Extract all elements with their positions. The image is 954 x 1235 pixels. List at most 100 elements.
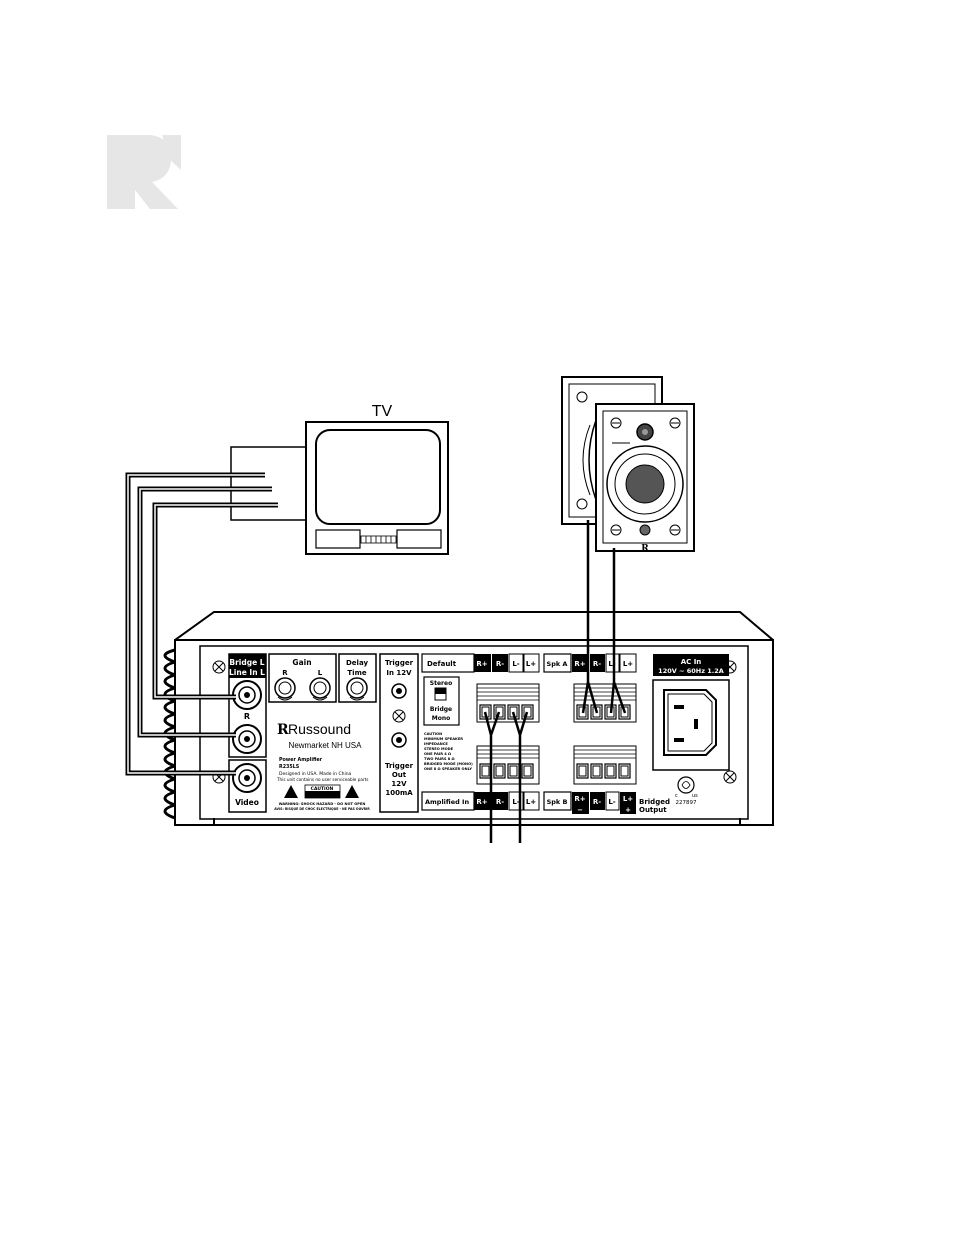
spk-b-l-plus: L+	[623, 795, 633, 803]
trigger-out-12v-label: 12V	[391, 780, 407, 788]
mode-switch-section: Stereo Bridge Mono	[423, 676, 460, 726]
certification-mark: c us 227897	[675, 776, 698, 806]
amplifier: Bridge L Line In L R Video Gain R L	[163, 611, 774, 826]
tv-panel-right	[396, 529, 442, 549]
tv: TV	[230, 403, 449, 555]
spk-a-r-minus: R-	[593, 660, 601, 668]
warning-triangle-icon	[284, 785, 298, 798]
amp-feet	[175, 818, 773, 826]
amplified-in-labels: Amplified In R+ R- L- L+	[421, 791, 540, 811]
warning-text-en: WARNING: SHOCK HAZARD - DO NOT OPEN	[279, 802, 366, 806]
warning-text-fr: AVIS: RISQUE DE CHOC ELECTRIQUE - NE PAS…	[274, 807, 370, 811]
russound-logo: R	[277, 722, 289, 738]
caution-line: MINIMUM SPEAKER	[424, 737, 463, 741]
impedance-caution: CAUTION MINIMUM SPEAKER IMPEDANCE STEREO…	[424, 732, 473, 771]
amplified-in-label: Amplified In	[425, 798, 469, 806]
trigger-section: Trigger In 12V Trigger Out 12V 100mA	[379, 653, 419, 813]
gain-r-label: R	[282, 669, 288, 677]
default-label: Default	[427, 660, 457, 668]
caution-line: CAUTION	[424, 732, 442, 736]
cert-us: us	[692, 793, 698, 799]
spk-a-label: Spk A	[547, 660, 568, 668]
ac-power-section: AC In 120V ~ 60Hz 1.2A	[652, 654, 730, 771]
spk-b-terminal-block[interactable]	[573, 745, 637, 785]
tv-screen	[315, 429, 441, 525]
front-speaker: R	[595, 403, 695, 554]
gain-l-label: L	[318, 669, 323, 677]
csa-icon	[677, 776, 695, 794]
model-number: R235LS	[279, 764, 300, 770]
trigger-out-out-label: Out	[392, 771, 407, 779]
bridge-label: Bridge	[430, 706, 452, 713]
mono-label: Mono	[432, 715, 451, 722]
spk-b-labels: Spk B R+ − R- L- L+ + Bridged Output	[543, 791, 670, 814]
amp-in-r-minus: R-	[496, 798, 504, 806]
default-r-minus: R-	[496, 660, 504, 668]
amplified-in-terminal-block[interactable]	[476, 745, 540, 785]
line-input-section: Bridge L Line In L R Video	[228, 653, 267, 813]
speaker-wire-left	[609, 548, 627, 714]
product-type: Power Amplifier	[279, 757, 323, 763]
spk-b-r-plus: R+	[574, 795, 585, 803]
spk-a-labels: Spk A R+ R- L- L+	[543, 653, 637, 673]
bridged-minus-sign: −	[577, 806, 583, 814]
spk-b-l-minus: L-	[608, 798, 615, 806]
spk-a-l-minus: L-	[608, 660, 615, 668]
spk-a-r-plus: R+	[574, 660, 585, 668]
cert-c: c	[675, 793, 678, 799]
bridged-plus-sign: +	[625, 806, 631, 814]
default-l-plus: L+	[526, 660, 536, 668]
amp-in-r-plus: R+	[476, 798, 487, 806]
speaker-logo: R	[641, 544, 649, 554]
default-l-minus: L-	[512, 660, 519, 668]
default-r-plus: R+	[476, 660, 487, 668]
stereo-label: Stereo	[430, 680, 452, 687]
delay-label: Delay	[346, 659, 368, 667]
spk-a-terminal-block[interactable]	[573, 683, 637, 723]
trigger-in-12v-label: In 12V	[386, 669, 412, 677]
caution-label: CAUTION	[311, 786, 334, 792]
line-in-l-label: Line In L	[229, 668, 265, 677]
tv-back-box	[230, 446, 307, 521]
amp-top	[174, 611, 774, 641]
amplified-in-wire-r	[483, 711, 501, 843]
russound-watermark-logo	[107, 135, 181, 209]
amplified-in-wire-l	[511, 711, 529, 843]
amp-in-l-minus: L-	[512, 798, 519, 806]
trigger-in-label: Trigger	[385, 659, 414, 667]
ac-in-label: AC In	[681, 658, 702, 666]
spk-a-l-plus: L+	[623, 660, 633, 668]
trigger-out-ma-label: 100mA	[385, 789, 413, 797]
default-terminal-block[interactable]	[476, 683, 540, 723]
shock-triangle-icon	[345, 785, 359, 798]
caution-line: ONE PAIR 4 Ω	[424, 752, 451, 756]
spk-b-label: Spk B	[547, 798, 568, 806]
caution-line: ONE 8 Ω SPEAKER ONLY	[424, 767, 472, 771]
line-in-r-label: R	[244, 712, 250, 721]
brand-location: Newmarket NH USA	[289, 741, 363, 750]
tv-panel-left	[315, 529, 361, 549]
default-terminal-labels: Default R+ R- L- L+	[421, 653, 540, 673]
bridge-l-label: Bridge L	[229, 658, 264, 667]
gain-section: Gain R L	[268, 653, 337, 703]
tv-label: TV	[372, 403, 393, 420]
ac-rating-label: 120V ~ 60Hz 1.2A	[658, 667, 724, 675]
caution-line: IMPEDANCE	[424, 742, 448, 746]
brand-name: Russound	[288, 721, 351, 737]
caution-line: TWO PAIRS 8 Ω	[424, 757, 455, 761]
caution-line: BRIDGED MODE (MONO)	[424, 762, 473, 766]
time-label: Time	[347, 669, 366, 677]
wiring	[125, 472, 627, 843]
delay-section: Delay Time	[338, 653, 377, 703]
amp-in-l-plus: L+	[526, 798, 536, 806]
ac-power-socket[interactable]	[663, 689, 717, 756]
output-label: Output	[639, 806, 667, 814]
cert-number: 227897	[676, 800, 697, 806]
caution-line: STEREO MODE	[424, 747, 454, 751]
video-label: Video	[235, 798, 259, 807]
gain-label: Gain	[292, 658, 311, 667]
branding-block: R Russound Newmarket NH USA Power Amplif…	[274, 721, 370, 811]
spk-b-r-minus: R-	[593, 798, 601, 806]
speaker-wire-right	[581, 520, 599, 714]
trigger-out-label: Trigger	[385, 762, 414, 770]
